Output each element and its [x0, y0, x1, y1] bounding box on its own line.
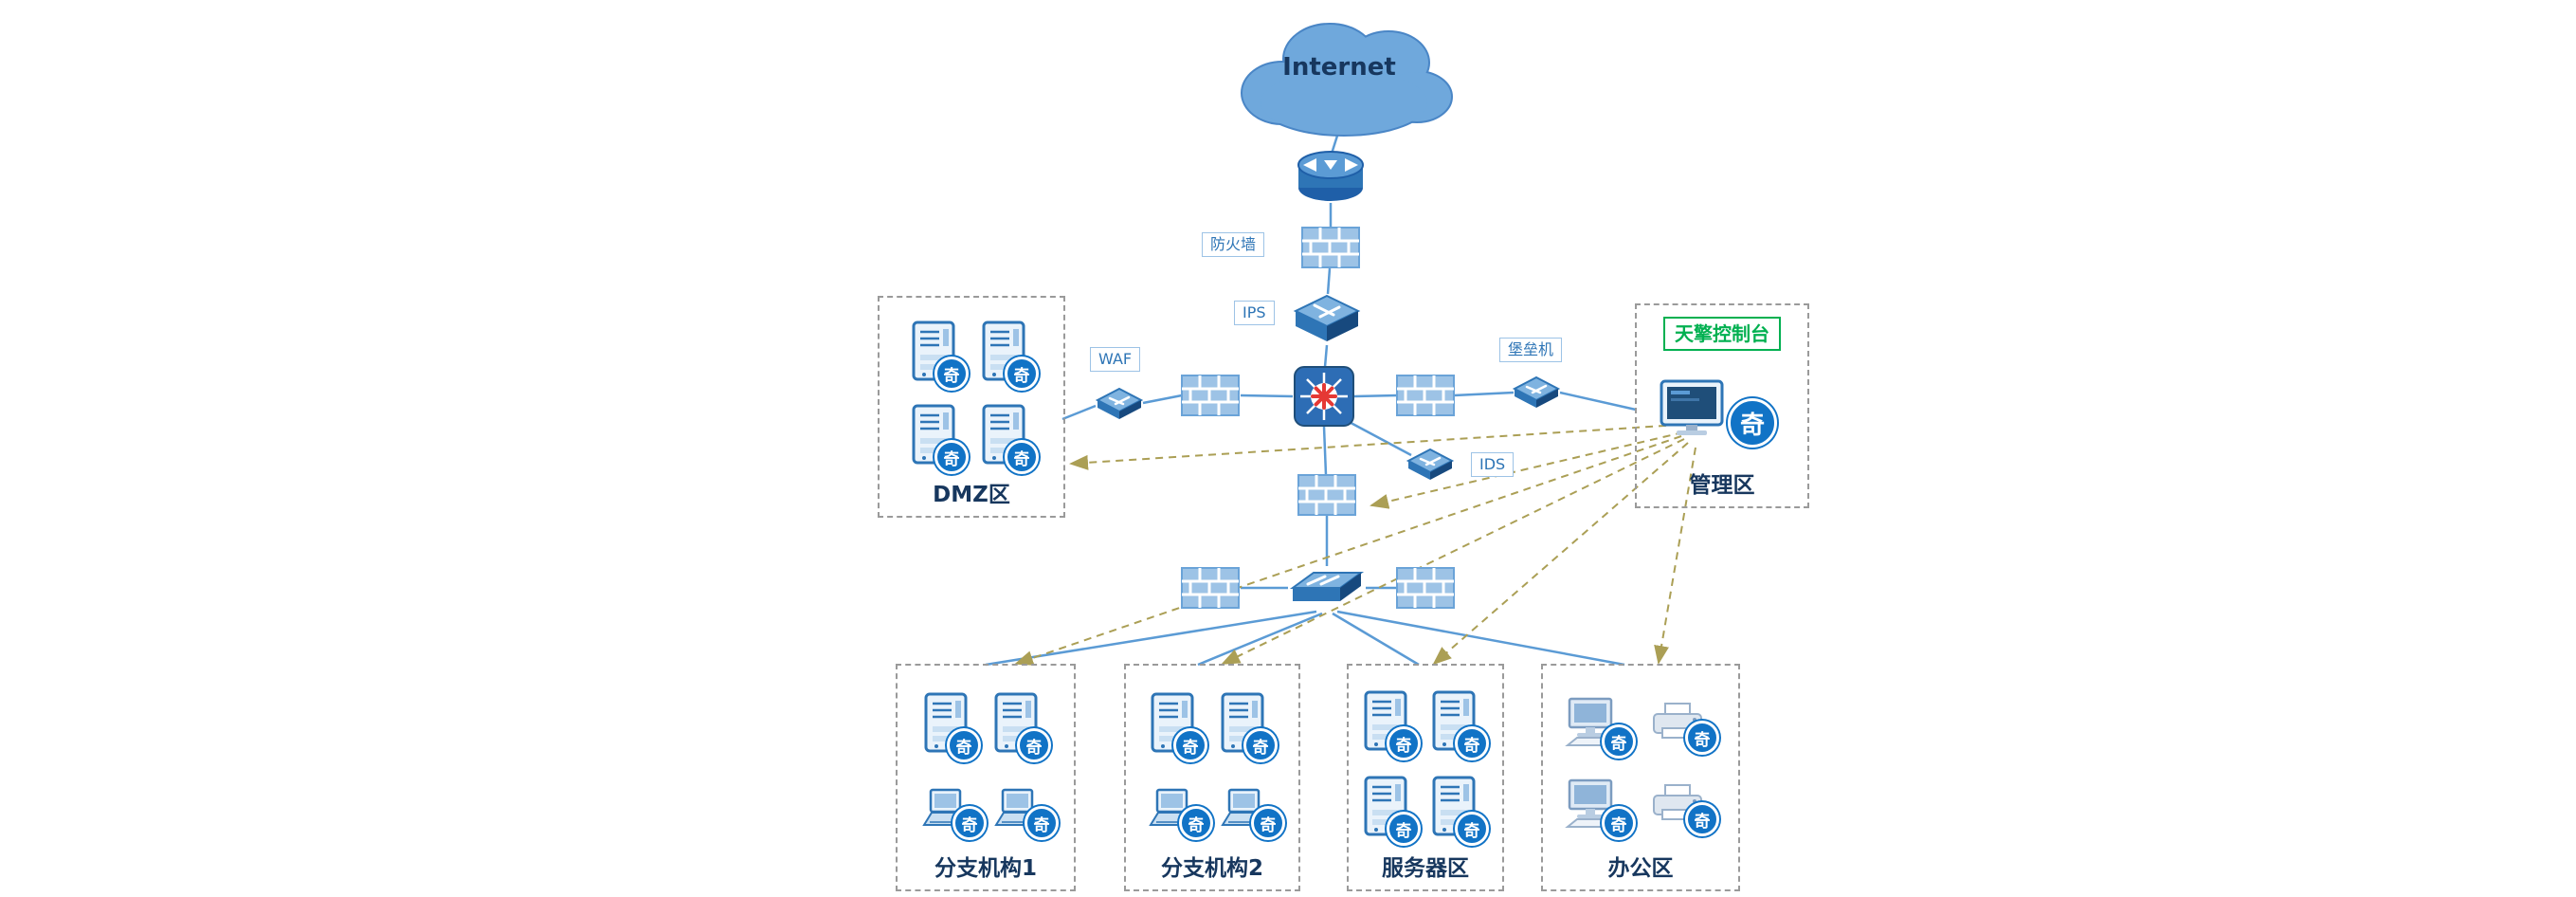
server-icon: 奇: [1221, 692, 1278, 762]
zone-label-servers: 服务器区: [1382, 856, 1469, 881]
zone-label-office: 办公区: [1607, 856, 1674, 881]
server-icon: 奇: [1432, 776, 1489, 846]
qianxin-logo: 奇: [1017, 728, 1051, 762]
console-label: 天擎控制台: [1663, 317, 1781, 351]
qianxin-logo: 奇: [1602, 806, 1636, 840]
zone-branch1: 奇 奇 奇 奇 分支机构1: [896, 664, 1076, 891]
zone-management: 天擎控制台 奇 管理区: [1635, 303, 1809, 508]
qianxin-logo: 奇: [1387, 726, 1421, 760]
firewall-lower-right-icon: [1396, 567, 1455, 609]
server-icon: 奇: [1364, 776, 1421, 846]
server-icon: 奇: [924, 692, 981, 762]
qianxin-logo: 奇: [1025, 806, 1059, 840]
management-links: [1014, 424, 1696, 666]
printer-icon: 奇: [1649, 702, 1719, 755]
server-icon: 奇: [1432, 690, 1489, 760]
server-icon: 奇: [1364, 690, 1421, 760]
ips-switch-icon: [1290, 292, 1364, 347]
qianxin-logo: 奇: [934, 440, 969, 474]
bastion-device-icon: [1512, 375, 1561, 412]
router-icon: [1296, 150, 1366, 203]
qianxin-logo: 奇: [1728, 398, 1777, 448]
core-gateway-icon: [1293, 365, 1355, 428]
waf-label: WAF: [1090, 347, 1141, 372]
firewall-lower-left-icon: [1181, 567, 1240, 609]
printer-icon: 奇: [1649, 783, 1719, 836]
qianxin-logo: 奇: [1243, 728, 1278, 762]
zone-branch2: 奇 奇 奇 奇 分支机构2: [1124, 664, 1300, 891]
server-icon: 奇: [982, 320, 1039, 391]
qianxin-logo: 奇: [1685, 802, 1719, 836]
desktop-icon: 奇: [1564, 778, 1636, 840]
console-monitor-icon: [1658, 379, 1733, 442]
laptop-icon: 奇: [989, 787, 1059, 840]
firewall-right-icon: [1396, 375, 1455, 416]
qianxin-logo: 奇: [1005, 440, 1039, 474]
firewall-top-icon: [1301, 227, 1360, 268]
qianxin-logo: 奇: [947, 728, 981, 762]
qianxin-logo: 奇: [934, 357, 969, 391]
qianxin-logo: 奇: [952, 806, 987, 840]
laptop-icon: 奇: [1143, 787, 1213, 840]
desktop-icon: 奇: [1564, 696, 1636, 759]
laptop-icon: 奇: [1215, 787, 1285, 840]
laptop-icon: 奇: [916, 787, 987, 840]
zone-label-branch2: 分支机构2: [1160, 856, 1263, 881]
qianxin-logo: 奇: [1602, 724, 1636, 759]
distribution-switch-icon: [1287, 565, 1367, 613]
qianxin-logo: 奇: [1685, 721, 1719, 755]
firewall-mid-icon: [1297, 474, 1356, 516]
server-icon: 奇: [982, 404, 1039, 474]
qianxin-logo: 奇: [1179, 806, 1213, 840]
zone-label-branch1: 分支机构1: [934, 856, 1037, 881]
firewall-left-icon: [1181, 375, 1240, 416]
server-icon: 奇: [912, 320, 969, 391]
qianxin-logo: 奇: [1251, 806, 1285, 840]
ids-device-icon: [1406, 447, 1455, 485]
ips-label: IPS: [1234, 301, 1275, 325]
internet-label: Internet: [1282, 53, 1396, 82]
server-icon: 奇: [912, 404, 969, 474]
qianxin-logo: 奇: [1173, 728, 1207, 762]
qianxin-logo: 奇: [1455, 812, 1489, 846]
ids-label: IDS: [1471, 452, 1515, 477]
bastion-label: 堡垒机: [1499, 338, 1563, 362]
qianxin-logo: 奇: [1455, 726, 1489, 760]
server-icon: 奇: [1151, 692, 1207, 762]
zone-office: 奇 奇 奇 奇 办公区: [1541, 664, 1740, 891]
waf-device-icon: [1095, 386, 1144, 424]
solid-links: [985, 132, 1637, 667]
zone-servers: 奇 奇 奇 奇 服务器区: [1347, 664, 1504, 891]
qianxin-logo: 奇: [1005, 357, 1039, 391]
server-icon: 奇: [994, 692, 1051, 762]
firewall-label: 防火墙: [1202, 232, 1265, 257]
zone-dmz: 奇 奇 奇 奇 DMZ区: [878, 296, 1065, 518]
zone-label-management: 管理区: [1689, 473, 1755, 498]
internet-cloud: Internet: [1216, 9, 1462, 142]
zone-label-dmz: DMZ区: [933, 483, 1010, 507]
qianxin-logo: 奇: [1387, 812, 1421, 846]
